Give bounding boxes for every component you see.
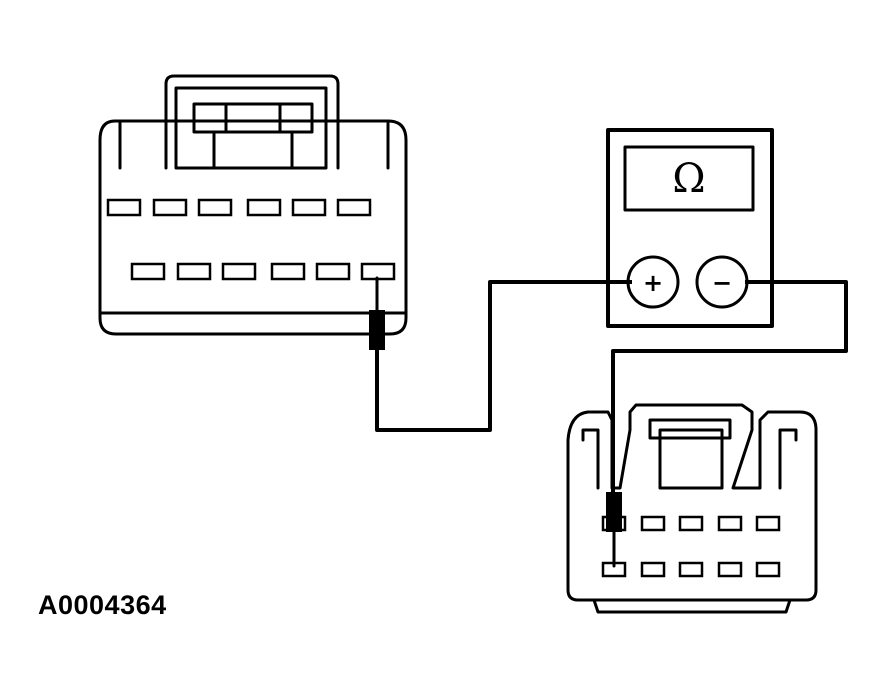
probe-left (369, 276, 385, 350)
cavity (678, 561, 704, 578)
cavity (640, 561, 666, 578)
cavity (336, 198, 372, 217)
right-connector-row-2 (601, 561, 781, 578)
left-connector (98, 74, 408, 336)
wire-negative (611, 280, 848, 494)
cavity (221, 262, 257, 281)
ohmmeter-icon: Ω + − (606, 128, 774, 328)
cavity (755, 515, 781, 532)
left-connector-row-1 (106, 198, 372, 217)
positive-terminal (626, 255, 680, 309)
cavity (291, 198, 327, 217)
cavity (315, 262, 351, 281)
right-connector (566, 403, 818, 614)
cavity-probed (360, 262, 396, 281)
cavity (717, 515, 743, 532)
cavity (755, 561, 781, 578)
cavity (130, 262, 166, 281)
cavity (717, 561, 743, 578)
cavity (106, 198, 142, 217)
right-connector-row-1 (601, 515, 781, 532)
left-connector-row-2 (130, 262, 396, 281)
cavity (270, 262, 306, 281)
cavity (197, 198, 233, 217)
probe-right (606, 492, 622, 568)
cavity (152, 198, 188, 217)
negative-terminal-label: − (712, 269, 732, 297)
wire-positive (375, 280, 632, 432)
positive-terminal-label: + (643, 269, 663, 297)
cavity (640, 515, 666, 532)
cavity (176, 262, 212, 281)
cavity (246, 198, 282, 217)
meter-display-symbol: Ω (672, 156, 705, 202)
cavity (678, 515, 704, 532)
figure-id: A0004364 (38, 590, 167, 620)
